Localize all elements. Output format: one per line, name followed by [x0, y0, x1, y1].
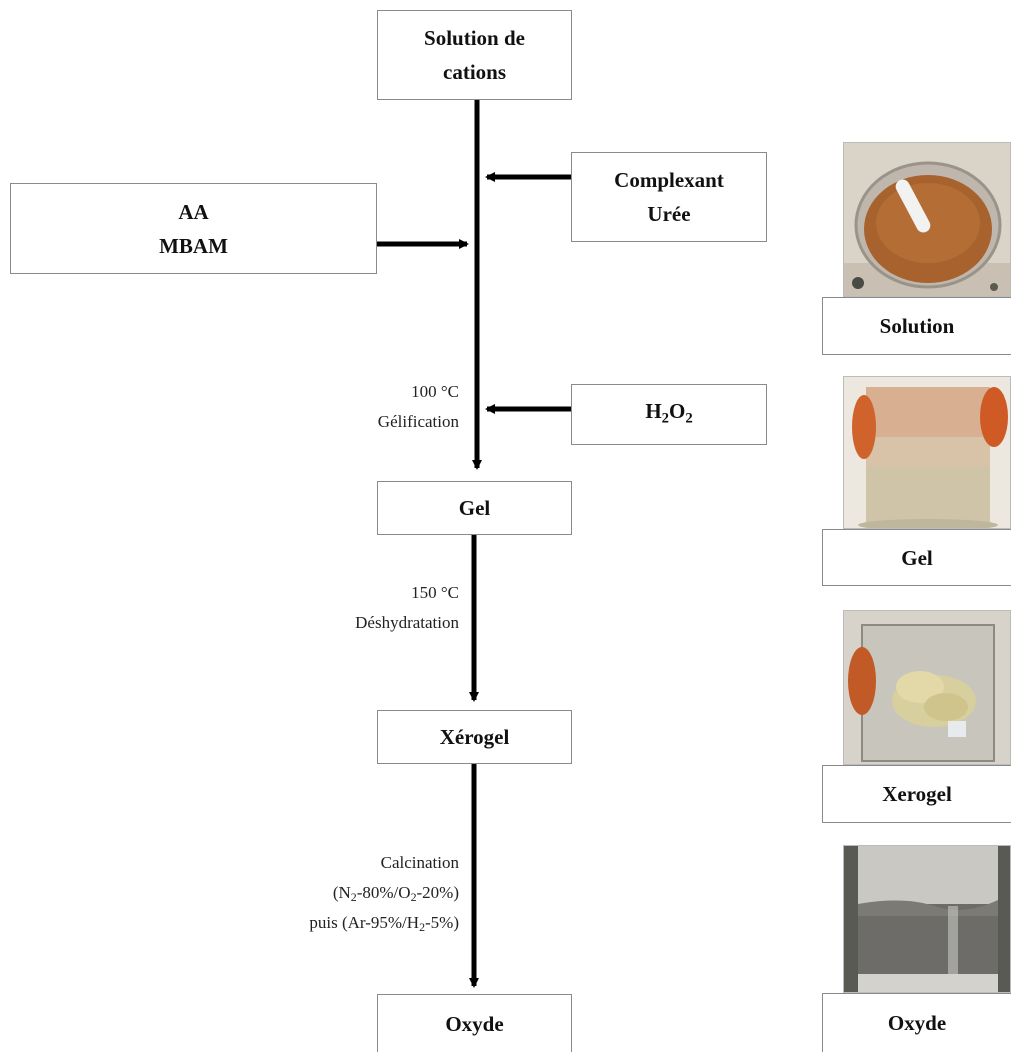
dehydration-label: 150 °C Déshydratation: [280, 578, 459, 638]
gel-photo-caption: Gel: [822, 529, 1011, 586]
solution-cations-line2: cations: [443, 60, 506, 84]
calcination-atmosphere-1: (N2-80%/O2-20%): [332, 883, 459, 904]
aa-mbam-box: AA MBAM: [10, 183, 377, 274]
gel-photo: [843, 376, 1011, 529]
mbam-label: MBAM: [159, 233, 228, 258]
dehydration-temp: 150 °C: [411, 583, 459, 602]
xerogel-caption-text: Xerogel: [882, 782, 952, 806]
gel-label: Gel: [458, 496, 491, 520]
solution-photo: [843, 142, 1011, 297]
xerogel-photo-caption: Xerogel: [822, 765, 1011, 823]
complexant-uree-box: Complexant Urée: [571, 152, 767, 242]
aa-label: AA: [178, 199, 209, 224]
complexant-label: Complexant: [614, 168, 724, 192]
oxyde-photo-caption: Oxyde: [822, 993, 1011, 1052]
calcination-title: Calcination: [380, 853, 459, 872]
gelification-text: Gélification: [377, 412, 459, 431]
oxyde-photo: [843, 845, 1011, 993]
dehydration-text: Déshydratation: [355, 613, 459, 632]
xerogel-label: Xérogel: [439, 725, 510, 749]
solution-caption-text: Solution: [879, 314, 955, 338]
solution-cations-line1: Solution de: [424, 26, 525, 50]
solution-photo-caption: Solution: [822, 297, 1011, 355]
xerogel-box: Xérogel: [377, 710, 572, 764]
uree-label: Urée: [647, 202, 691, 226]
oxyde-label: Oxyde: [445, 1011, 504, 1036]
gelification-temp: 100 °C: [411, 382, 459, 401]
h2o2-box: H2O2: [571, 384, 767, 445]
calcination-label: Calcination (N2-80%/O2-20%) puis (Ar-95%…: [230, 848, 459, 938]
oxyde-caption-text: Oxyde: [887, 1011, 947, 1035]
xerogel-photo: [843, 610, 1011, 765]
gel-caption-text: Gel: [901, 545, 933, 570]
gelification-label: 100 °C Gélification: [300, 377, 459, 437]
solution-cations-box: Solution de cations: [377, 10, 572, 100]
gel-box: Gel: [377, 481, 572, 535]
oxyde-box: Oxyde: [377, 994, 572, 1052]
h2o2-label: H2O2: [645, 398, 693, 427]
calcination-atmosphere-2: puis (Ar-95%/H2-5%): [309, 913, 459, 934]
